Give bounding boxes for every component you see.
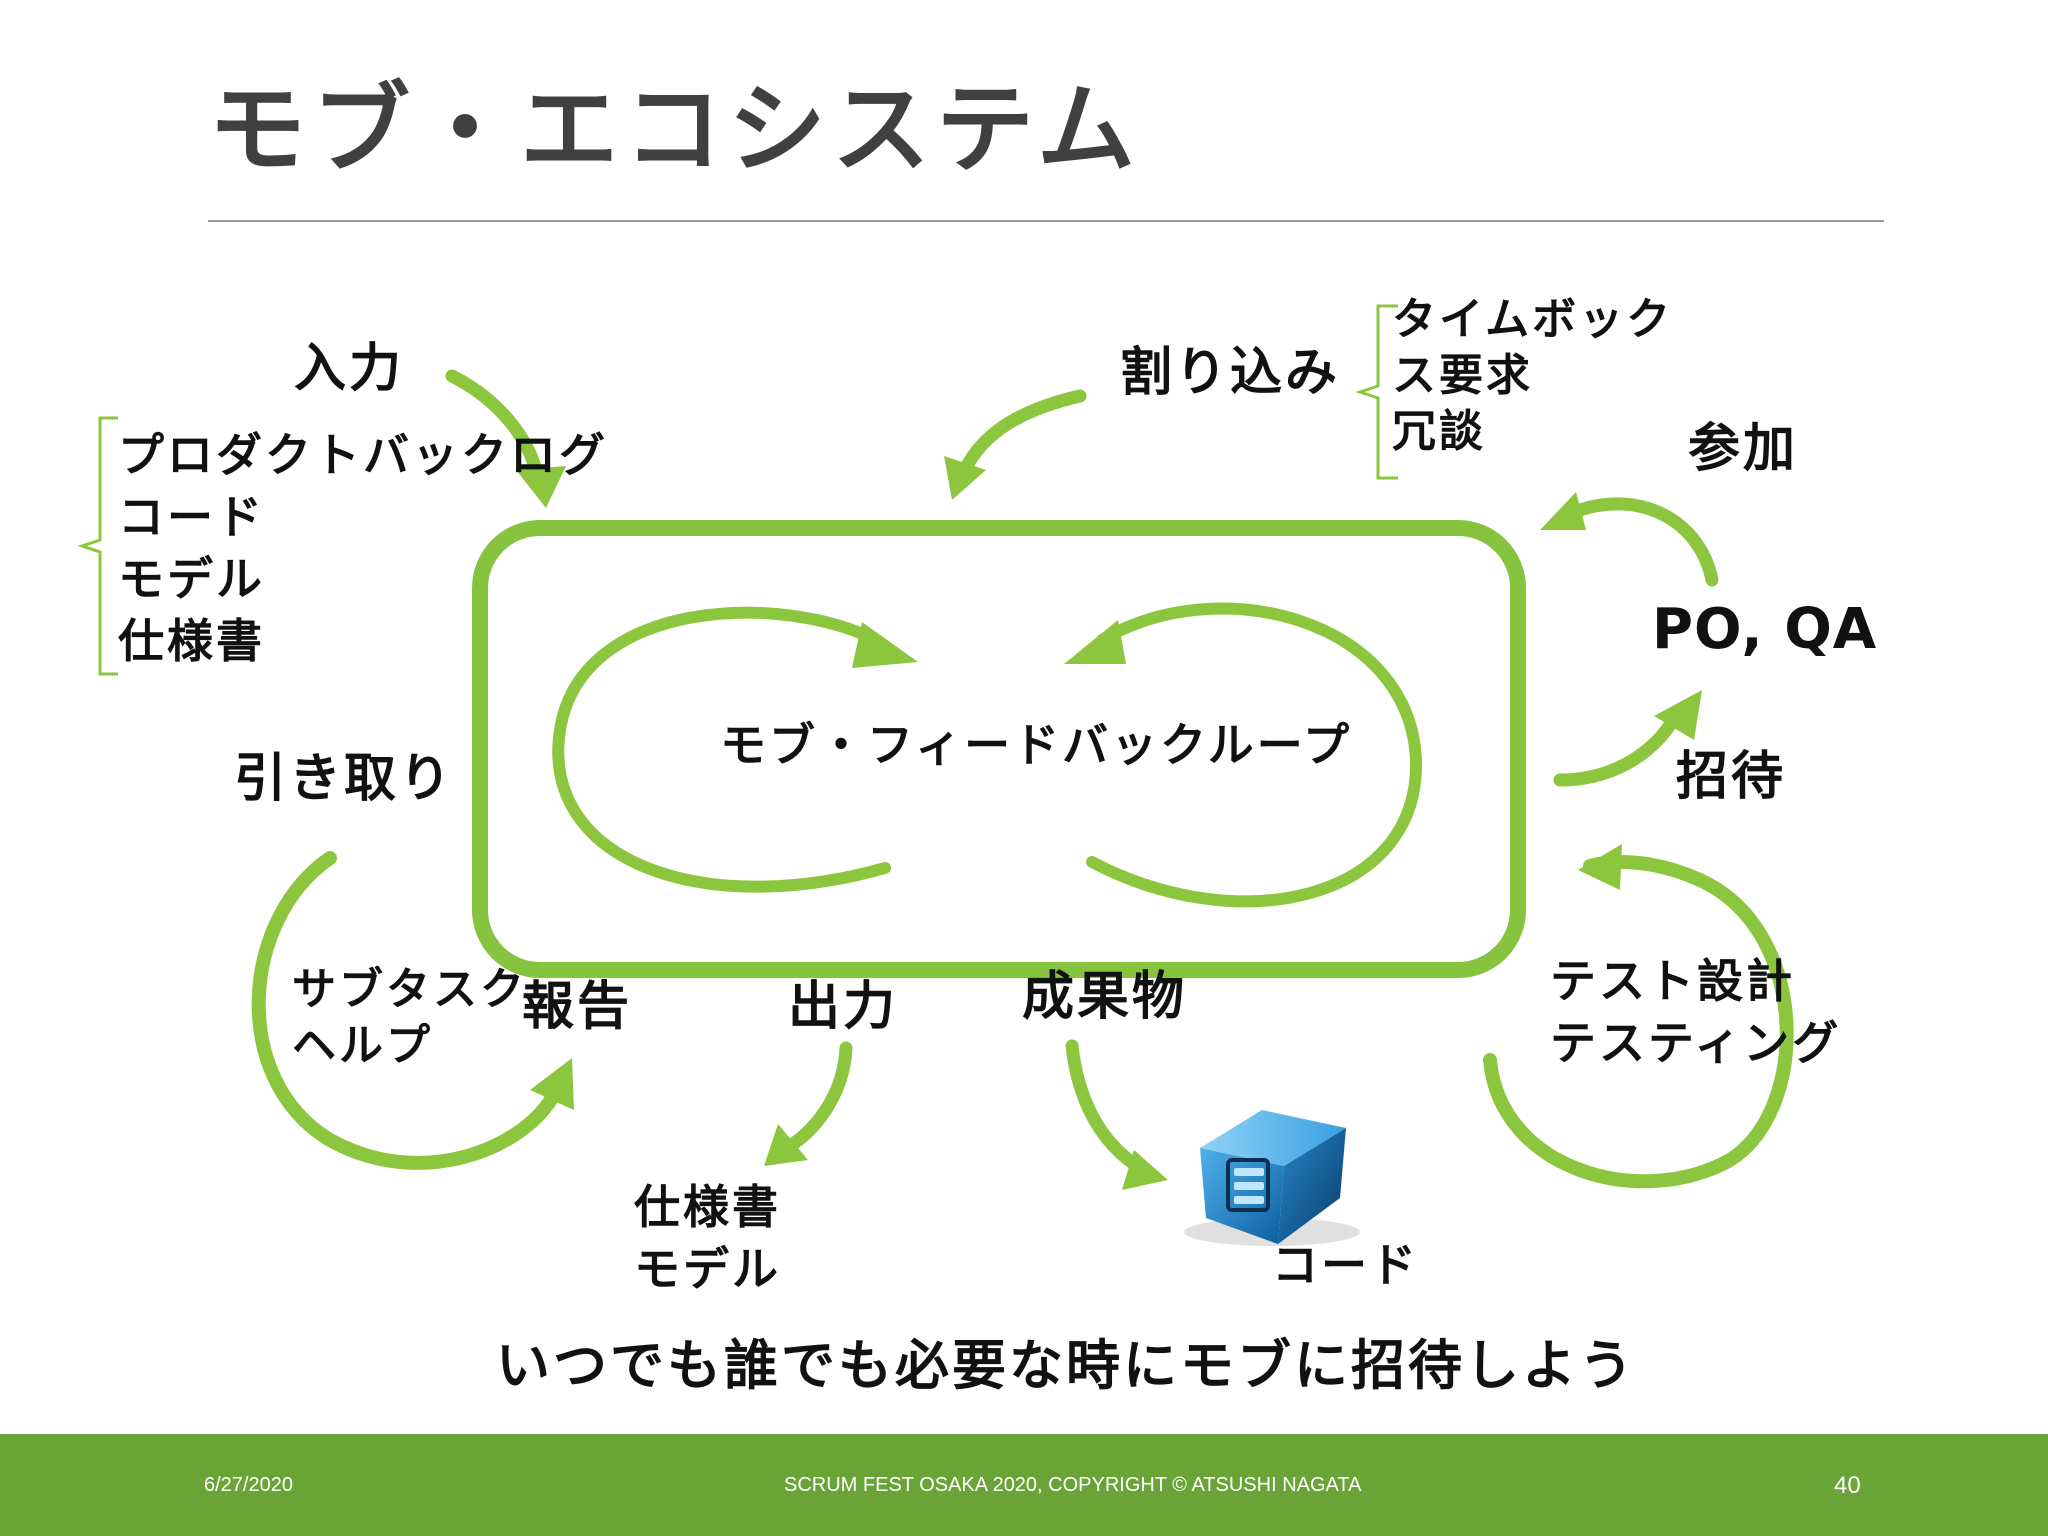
report-label: 報告 <box>522 977 633 1037</box>
pull-arrow <box>251 851 559 1170</box>
interrupt-label: 割り込み <box>1120 343 1341 403</box>
input-item: モデル <box>118 552 265 606</box>
footer-bar: 6/27/2020 SCRUM FEST OSAKA 2020, COPYRIG… <box>0 1434 2048 1536</box>
interrupt-item: タイムボック <box>1392 294 1674 345</box>
deliverable-arrow <box>1065 1039 1141 1171</box>
output-arrow-head <box>764 1124 808 1166</box>
testing-items: テスト設計 テスティング <box>1550 950 1841 1074</box>
loop-arrow-right <box>1086 602 1423 908</box>
deliverable-arrow-head <box>1122 1150 1168 1190</box>
feedback-loop-box <box>472 520 1526 978</box>
po-qa-label: PO, QA <box>1652 597 1878 662</box>
testing-arrow-head <box>1578 844 1622 890</box>
input-item: 仕様書 <box>118 614 265 668</box>
input-item: コード <box>118 490 265 544</box>
pull-arrow-head <box>530 1058 574 1110</box>
input-item: プロダクトバックログ <box>118 428 608 482</box>
loop-arrow-left-head <box>852 622 918 668</box>
loop-arrow-left <box>552 606 891 893</box>
deliverable-label: 成果物 <box>1022 967 1188 1027</box>
testing-item: テスティング <box>1550 1016 1842 1070</box>
pull-item: サブタスク <box>292 964 527 1015</box>
input-arrow-head <box>516 466 566 508</box>
footer-date: 6/27/2020 <box>204 1474 293 1496</box>
footer-copyright: SCRUM FEST OSAKA 2020, COPYRIGHT © ATSUS… <box>784 1474 1362 1496</box>
invite-label: 招待 <box>1676 747 1787 807</box>
output-label: 出力 <box>788 977 899 1037</box>
interrupt-arrow <box>959 389 1087 475</box>
pull-items: サブタスク ヘルプ <box>292 962 527 1074</box>
join-label: 参加 <box>1688 419 1799 479</box>
interrupt-arrow-head <box>944 456 986 500</box>
page-number: 40 <box>1834 1472 1861 1499</box>
input-label: 入力 <box>294 339 405 399</box>
pull-label: 引き取り <box>234 749 455 809</box>
join-arrow <box>1573 497 1719 587</box>
output-items: 仕様書 モデル <box>634 1176 781 1300</box>
input-items: プロダクトバックログ コード モデル 仕様書 <box>118 424 608 672</box>
code-label: コード <box>1272 1238 1419 1292</box>
tagline: いつでも誰でも必要な時にモブに招待しよう <box>496 1334 1636 1397</box>
output-arrow <box>783 1041 853 1153</box>
loop-arrow-right-head <box>1064 620 1126 664</box>
testing-arrow <box>1483 855 1794 1189</box>
interrupt-items: タイムボック ス要求 冗談 <box>1392 292 1673 460</box>
testing-item: テスト設計 <box>1550 954 1795 1008</box>
slide-title: モブ・エコシステム <box>208 73 1142 187</box>
join-arrow-head <box>1540 492 1586 530</box>
feedback-loop-label: モブ・フィードバックループ <box>720 718 1352 772</box>
invite-arrow <box>1553 715 1679 787</box>
title-divider <box>208 220 1884 222</box>
input-items-brace <box>77 416 118 676</box>
invite-arrow-head <box>1654 690 1702 740</box>
interrupt-items-brace <box>1355 304 1398 480</box>
interrupt-item: ス要求 <box>1392 350 1533 401</box>
interrupt-item: 冗談 <box>1392 406 1486 457</box>
output-item: 仕様書 <box>634 1180 781 1234</box>
output-item: モデル <box>634 1242 781 1296</box>
code-cube-icon <box>1184 1110 1360 1246</box>
pull-item: ヘルプ <box>292 1020 433 1071</box>
input-arrow <box>445 369 545 485</box>
